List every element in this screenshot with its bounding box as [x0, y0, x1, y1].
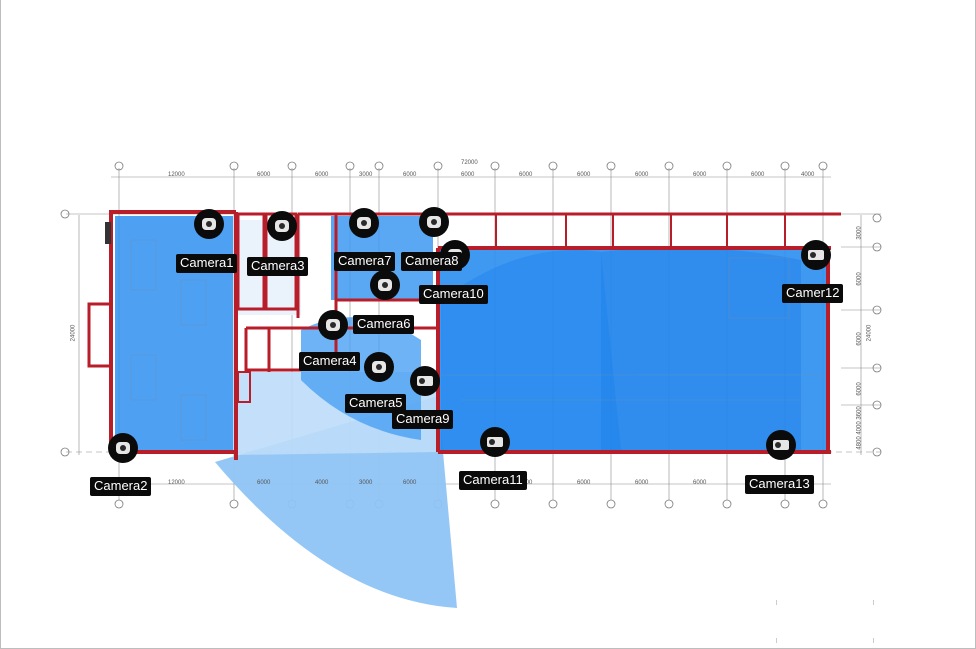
top-span: 6000: [577, 172, 591, 178]
bottom-span: 6000: [635, 480, 649, 486]
top-total-dimension: 72000: [461, 160, 478, 166]
bottom-span: 4000: [315, 480, 329, 486]
bottom-span: 12000: [168, 480, 185, 486]
right-span: 6000: [856, 332, 863, 346]
corner-marks: [776, 600, 896, 645]
right-total-dimension: 24000: [866, 324, 873, 342]
top-span: 3000: [359, 172, 373, 178]
camera-label[interactable]: Camera3: [247, 257, 309, 276]
bullet-camera-icon[interactable]: [801, 240, 831, 270]
top-span: 6000: [693, 172, 707, 178]
bottom-span: 6000: [577, 480, 591, 486]
right-span: 3000: [856, 226, 863, 240]
dome-camera-icon[interactable]: [318, 310, 348, 340]
door-marker: [105, 222, 111, 244]
right-span: 3600: [856, 406, 863, 420]
bottom-span: 6000: [257, 480, 271, 486]
top-span: 6000: [403, 172, 417, 178]
top-span: 6000: [461, 172, 475, 178]
bullet-camera-icon[interactable]: [766, 430, 796, 460]
dome-camera-icon[interactable]: [267, 211, 297, 241]
right-span: 6000: [856, 382, 863, 396]
camera-label[interactable]: Camera7: [334, 252, 396, 271]
camera-label[interactable]: Camera13: [745, 475, 814, 494]
top-span: 4000: [801, 172, 815, 178]
top-span: 12000: [168, 172, 185, 178]
camera-label[interactable]: Camer12: [782, 284, 844, 303]
top-span: 6000: [751, 172, 765, 178]
interior-lines: [130, 239, 828, 441]
camera-label[interactable]: Camera6: [353, 315, 415, 334]
camera-label[interactable]: Camera4: [299, 352, 361, 371]
left-total-dimension: 24000: [70, 324, 77, 342]
bottom-span: 3000: [359, 480, 373, 486]
dome-camera-icon[interactable]: [364, 352, 394, 382]
dome-camera-icon[interactable]: [419, 207, 449, 237]
dome-camera-icon[interactable]: [194, 209, 224, 239]
camera-label[interactable]: Camera9: [392, 410, 454, 429]
top-span: 6000: [257, 172, 271, 178]
camera-label[interactable]: Camera10: [419, 285, 488, 304]
top-span: 6000: [635, 172, 649, 178]
dome-camera-icon[interactable]: [370, 270, 400, 300]
bullet-camera-icon[interactable]: [410, 366, 440, 396]
dome-camera-icon[interactable]: [108, 433, 138, 463]
top-span: 6000: [519, 172, 533, 178]
bottom-span: 6000: [403, 480, 417, 486]
right-span: 6000: [856, 272, 863, 286]
right-span: 4800: [856, 436, 863, 450]
camera-label[interactable]: Camera2: [90, 477, 152, 496]
bullet-camera-icon[interactable]: [480, 427, 510, 457]
dome-camera-icon[interactable]: [349, 208, 379, 238]
camera-label[interactable]: Camera1: [176, 254, 238, 273]
camera-label[interactable]: Camera8: [401, 252, 463, 271]
top-span: 6000: [315, 172, 329, 178]
bottom-span: 6000: [693, 480, 707, 486]
camera-label[interactable]: Camera5: [345, 394, 407, 413]
camera-label[interactable]: Camera11: [459, 471, 527, 490]
right-span: 4000: [856, 421, 863, 435]
